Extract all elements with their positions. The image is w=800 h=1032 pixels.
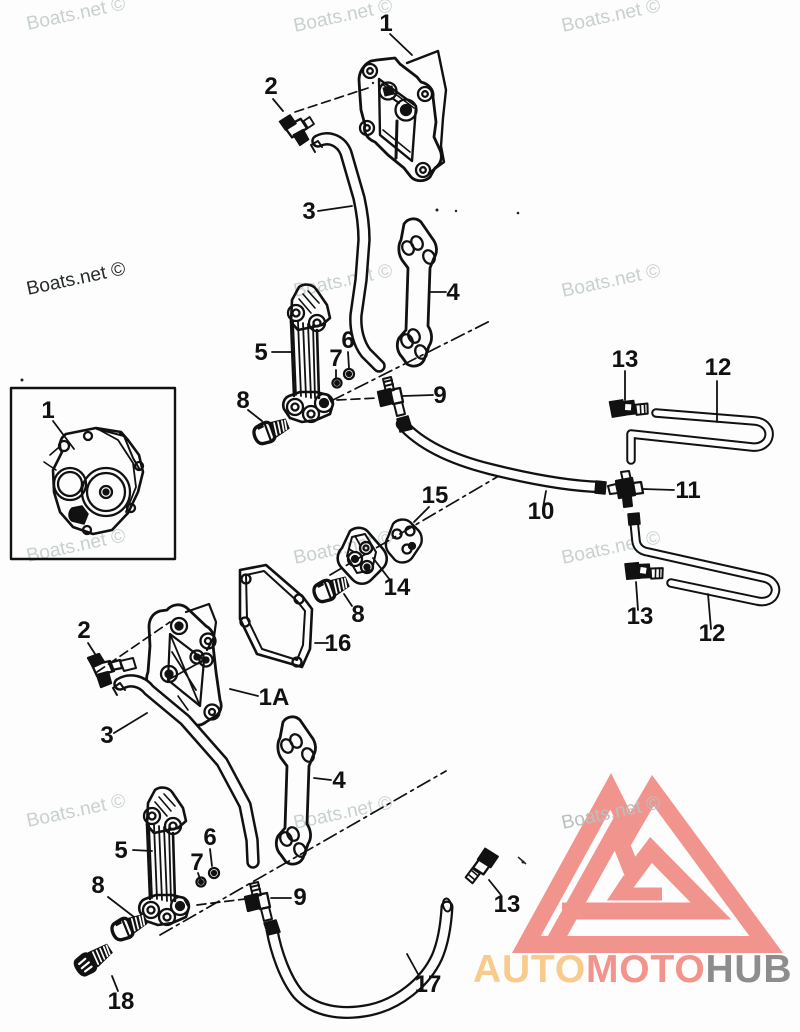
svg-text:18: 18 [108, 988, 135, 1015]
svg-text:13: 13 [627, 603, 654, 630]
svg-text:2: 2 [264, 73, 277, 100]
svg-text:5: 5 [254, 339, 267, 366]
svg-text:1: 1 [379, 10, 392, 37]
svg-text:12: 12 [699, 620, 726, 647]
svg-text:3: 3 [302, 198, 315, 225]
svg-text:16: 16 [325, 630, 352, 657]
svg-text:5: 5 [114, 837, 127, 864]
svg-text:14: 14 [384, 574, 411, 601]
svg-text:6: 6 [203, 824, 216, 851]
svg-text:4: 4 [332, 767, 346, 794]
svg-text:AUTOMOTOHUB: AUTOMOTOHUB [473, 948, 792, 991]
svg-text:9: 9 [433, 382, 446, 409]
svg-text:7: 7 [329, 345, 342, 372]
svg-text:3: 3 [100, 722, 113, 749]
svg-text:8: 8 [351, 601, 364, 628]
svg-text:12: 12 [705, 354, 732, 381]
svg-text:15: 15 [422, 482, 449, 509]
svg-text:8: 8 [236, 387, 249, 414]
svg-text:7: 7 [190, 849, 203, 876]
svg-text:13: 13 [494, 891, 521, 918]
svg-text:1: 1 [41, 397, 54, 424]
svg-text:4: 4 [446, 279, 460, 306]
svg-text:8: 8 [91, 872, 104, 899]
svg-text:6: 6 [341, 327, 354, 354]
svg-text:2: 2 [77, 617, 90, 644]
svg-text:11: 11 [675, 477, 700, 504]
svg-text:1A: 1A [259, 684, 290, 711]
svg-text:13: 13 [612, 346, 639, 373]
svg-text:9: 9 [293, 884, 306, 911]
svg-text:17: 17 [415, 971, 442, 998]
svg-text:10: 10 [528, 498, 555, 525]
